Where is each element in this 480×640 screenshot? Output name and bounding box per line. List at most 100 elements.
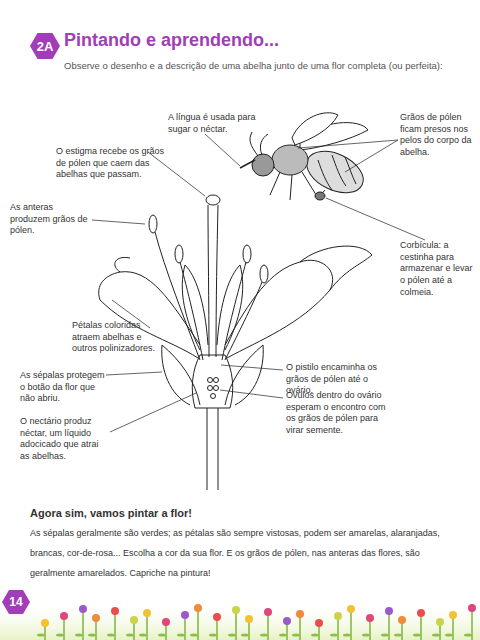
flower-leaf	[158, 634, 166, 637]
flower-leaf	[177, 634, 185, 637]
flower-stem	[318, 626, 320, 640]
flower-head	[366, 614, 374, 622]
callout-text: Óvulos dentro do ovário esperam o encont…	[286, 390, 396, 437]
flower-head	[315, 619, 323, 627]
flower-leaf	[56, 634, 64, 637]
callout-text: A língua é usada para sugar o néctar.	[168, 112, 260, 135]
flower-head	[181, 611, 189, 619]
callout-text: Corbícula: a cestinha para armazenar e l…	[400, 240, 476, 298]
flower-head	[296, 610, 304, 618]
flower-stem	[369, 621, 371, 640]
flower-head	[213, 613, 221, 621]
flower-leaf	[292, 634, 300, 637]
flower-stem	[452, 618, 454, 640]
flower-head	[143, 609, 151, 617]
callout-text: As anteras produzem grãos de pólen.	[10, 202, 90, 237]
flower-stem	[165, 625, 167, 640]
flower-leaf	[381, 634, 389, 637]
flower-head	[264, 608, 272, 616]
flower-stem	[184, 618, 186, 640]
callout-text: O nectário produz néctar, um líquido ado…	[20, 416, 108, 463]
flower-leaf	[311, 634, 319, 637]
flower-head	[398, 616, 406, 624]
flower-stem	[133, 623, 135, 640]
flower-stem	[248, 622, 250, 640]
instruction-text: Agora sim, vamos pintar a flor!	[30, 506, 450, 520]
flower-leaf	[209, 634, 217, 637]
flower-leaf	[190, 634, 198, 637]
flower-stem	[216, 620, 218, 640]
flower-head	[111, 607, 119, 615]
flower-head	[449, 611, 457, 619]
flower-head	[60, 612, 68, 620]
flower-stem	[95, 621, 97, 640]
flower-leaf	[464, 634, 472, 637]
hexagon-badge: 2A	[30, 33, 60, 59]
flower-leaf	[394, 634, 402, 637]
flower-leaf	[432, 634, 440, 637]
callout-text: Pétalas coloridas atraem abelhas e outro…	[72, 320, 162, 355]
flower-head	[436, 618, 444, 626]
leader-lines	[92, 134, 425, 432]
callout-text: Grãos de pólen ficam presos nos pelos do…	[400, 112, 478, 159]
flower-stem	[146, 616, 148, 640]
flower-head	[283, 617, 291, 625]
flower-stem	[388, 614, 390, 640]
flower-leaf	[260, 634, 268, 637]
flower-head	[347, 605, 355, 613]
bee-drawing	[240, 113, 370, 201]
flower-head	[162, 618, 170, 626]
flower-leaf	[362, 634, 370, 637]
flower-leaf	[330, 634, 338, 637]
flower-stem	[350, 612, 352, 640]
flower-stem	[267, 615, 269, 640]
flower-head	[194, 604, 202, 612]
flower-stem	[44, 626, 46, 640]
flower-stem	[114, 614, 116, 640]
flower-leaf	[228, 634, 236, 637]
hexagon-badge: 14	[2, 590, 30, 614]
hexagon-fill	[2, 590, 30, 614]
flower-leaf	[88, 634, 96, 637]
flower-leaf	[343, 634, 351, 637]
flower-stem	[299, 617, 301, 640]
flower-head	[385, 607, 393, 615]
flower-stem	[235, 613, 237, 640]
flower-head	[130, 616, 138, 624]
flower-head	[417, 609, 425, 617]
flower-stem	[420, 616, 422, 640]
flower-head	[245, 615, 253, 623]
flower-leaf	[139, 634, 147, 637]
flower-leaf	[445, 634, 453, 637]
flower-head	[41, 619, 49, 627]
flower-head	[232, 606, 240, 614]
flower-leaf	[37, 634, 45, 637]
flower-stem	[63, 619, 65, 640]
flower-head	[334, 612, 342, 620]
flower-stem	[286, 624, 288, 640]
badge-label: 2A	[37, 39, 54, 54]
flower-leaf	[126, 634, 134, 637]
flower-leaf	[107, 634, 115, 637]
flower-stem	[401, 623, 403, 640]
hexagon-fill	[30, 33, 60, 59]
flower-leaf	[413, 634, 421, 637]
flower-stem	[337, 619, 339, 640]
subtitle: Observe o desenho e a descrição de uma a…	[64, 60, 474, 72]
flower-border	[37, 604, 476, 640]
flower-drawing	[99, 195, 372, 490]
flower-stem	[439, 625, 441, 640]
callout-text: As sépalas protegem o botão da flor que …	[20, 370, 106, 405]
instruction-text: As sépalas geralmente são verdes; as pét…	[30, 524, 460, 583]
flower-stem	[82, 612, 84, 640]
page-title: Pintando e aprendendo...	[64, 30, 279, 51]
badge-label: 14	[9, 595, 22, 609]
flower-leaf	[75, 634, 83, 637]
flower-leaf	[279, 634, 287, 637]
flower-head	[79, 605, 87, 613]
flower-leaf	[241, 634, 249, 637]
callout-text: O estigma recebe os grãos de pólen que c…	[56, 146, 168, 181]
flower-head	[92, 614, 100, 622]
flower-head	[468, 604, 476, 612]
grass-band	[0, 600, 480, 640]
